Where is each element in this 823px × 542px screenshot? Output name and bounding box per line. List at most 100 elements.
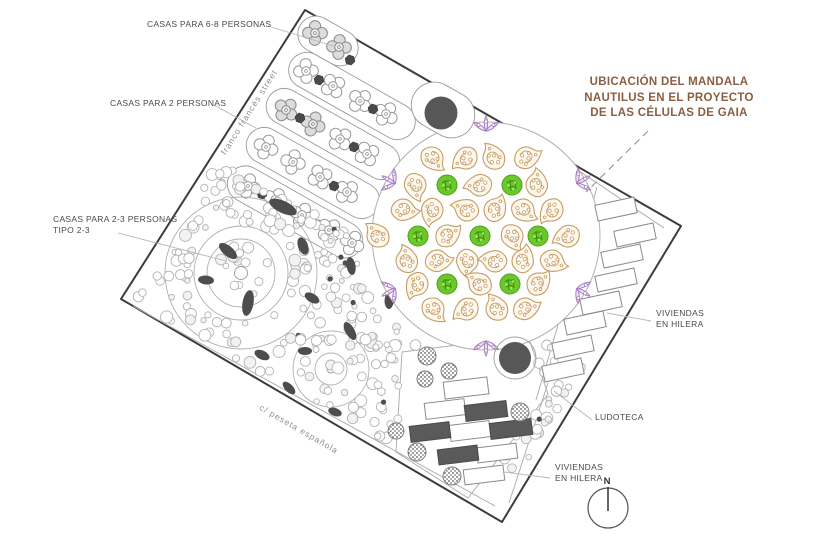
tree-circle — [531, 423, 543, 435]
tree-circle — [310, 334, 323, 347]
tree-circle — [297, 215, 306, 224]
tree-circle — [272, 345, 286, 358]
tree-speckled-icon — [387, 422, 405, 440]
row-house — [613, 222, 657, 248]
tree-dark-icon — [327, 276, 333, 282]
tree-circle — [342, 232, 350, 240]
tree-circle — [314, 316, 326, 329]
tree-circle — [200, 183, 209, 192]
compass-north-label: N — [604, 476, 611, 487]
tree-circle — [231, 354, 241, 363]
tree-circle — [356, 311, 368, 323]
tree-dark-icon — [350, 299, 356, 306]
shrub-blob — [198, 275, 214, 285]
tree-dark-icon — [328, 180, 340, 192]
compass: N — [587, 476, 629, 529]
tree-circle — [321, 283, 328, 290]
tree-circle — [198, 328, 212, 342]
tree-circle — [222, 262, 230, 270]
tree-circle — [374, 432, 382, 440]
tree-circle — [393, 414, 403, 424]
tree-circle — [391, 374, 399, 383]
row-house-dark — [463, 399, 509, 423]
label-viviendas-hilera-bottom: VIVIENDAS EN HILERA — [555, 462, 604, 483]
row-house — [594, 267, 638, 293]
tree-circle — [286, 288, 296, 298]
tree-circle — [552, 403, 562, 414]
row-house — [462, 464, 506, 486]
tree-circle — [332, 229, 340, 238]
tree-circle — [347, 401, 359, 413]
tree-circle — [259, 187, 268, 196]
tree-circle — [322, 259, 331, 268]
tree-circle — [178, 228, 192, 242]
housing-cluster — [326, 34, 352, 60]
shrub-blob — [343, 322, 357, 340]
tree-speckled-icon — [440, 362, 458, 380]
label-ludoteca: LUDOTECA — [595, 412, 644, 422]
tree-circle — [380, 359, 389, 369]
tree-circle — [245, 217, 254, 226]
tree-circle — [409, 339, 422, 351]
shrub-blob — [254, 349, 270, 361]
tree-circle — [318, 223, 326, 232]
tree-speckled-icon — [417, 346, 437, 366]
tree-circle — [359, 333, 372, 346]
tree-circle — [356, 283, 367, 294]
row-houses-layer — [387, 196, 657, 486]
label-casas-6-8: CASAS PARA 6-8 PERSONAS — [147, 19, 272, 29]
tree-circle — [346, 357, 354, 365]
tree-circle — [346, 310, 357, 322]
housing-cluster — [280, 149, 306, 175]
row-house-dark — [488, 417, 534, 441]
label-viviendas-hilera-right: VIVIENDAS EN HILERA — [656, 308, 705, 329]
tree-dark-icon — [294, 112, 306, 124]
tree-circle — [160, 310, 174, 324]
tree-circle — [294, 334, 307, 346]
housing-cluster — [336, 181, 358, 203]
tree-circle — [273, 217, 287, 231]
tree-circle — [225, 207, 236, 218]
tree-circle — [300, 355, 311, 367]
tree-circle — [354, 394, 368, 407]
plan-title: UBICACIÓN DEL MANDALA NAUTILUS EN EL PRO… — [584, 76, 754, 119]
tree-circle — [230, 336, 242, 348]
tree-green-icon — [527, 225, 549, 247]
label-casas-2-3: CASAS PARA 2-3 PERSONAS TIPO 2-3 — [53, 214, 178, 235]
shrub-blob — [297, 237, 309, 255]
tree-circle — [163, 270, 175, 282]
tree-dark-icon — [344, 54, 356, 66]
tree-speckled-icon — [416, 370, 434, 388]
tree-circle — [394, 382, 403, 390]
tree-rings-layer — [163, 196, 370, 409]
tree-circle — [288, 253, 302, 267]
tree-circle — [329, 282, 341, 293]
shrub-blob — [269, 198, 297, 216]
tree-circle — [326, 401, 334, 409]
tree-circle — [327, 237, 334, 244]
tree-speckled-icon — [407, 442, 427, 462]
shrub-blob — [298, 347, 312, 355]
tree-circle — [215, 169, 225, 179]
tree-circle — [325, 291, 337, 302]
tree-circle — [204, 311, 212, 319]
tree-circle — [383, 341, 391, 349]
tree-dark-icon — [380, 399, 387, 405]
tree-circle — [243, 356, 257, 369]
tree-circle — [187, 220, 199, 231]
tree-circle — [373, 380, 383, 390]
tree-circle — [222, 329, 231, 339]
tree-circle — [369, 307, 377, 315]
tree-circle — [340, 388, 349, 397]
row-house — [600, 243, 644, 269]
shrub-blob — [328, 407, 342, 417]
tree-circle — [220, 317, 232, 329]
tree-circle — [544, 399, 553, 408]
tree-circle — [216, 180, 227, 191]
tree-circle — [544, 415, 552, 423]
shrub-blob — [346, 257, 356, 275]
ludoteca-plot-outline — [493, 336, 537, 380]
tree-circle — [304, 371, 315, 382]
tree-circle — [168, 293, 175, 301]
